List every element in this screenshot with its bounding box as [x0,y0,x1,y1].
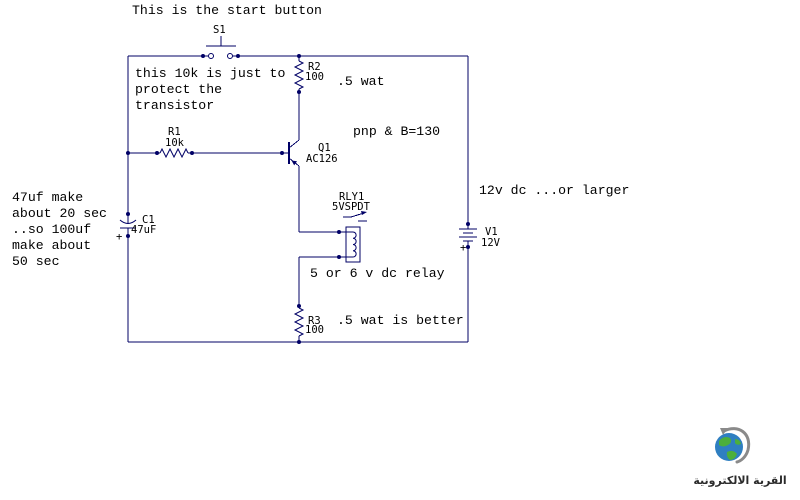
switch-s1-contact-left [208,53,214,59]
relay-rly1-ref: RLY1 [339,191,364,203]
capacitor-c1-ref: C1 [142,214,155,226]
transistor-q1-ref: Q1 [318,142,331,154]
junction-dot [297,90,301,94]
logo-text: القرية الالكترونية [693,474,786,487]
resistor-r3-value: 100 [305,324,324,336]
battery-v1-ref: V1 [485,226,498,238]
junction-dot [126,212,130,216]
resistor-r3-symbol [293,307,305,337]
battery-v1-value: 12V [481,237,501,249]
logo: القرية الالكترونية [693,427,787,487]
transistor-q1-part: AC126 [306,153,338,165]
resistor-r1-ref: R1 [168,126,181,138]
junction-dot [201,54,205,58]
junction-dot [337,230,341,234]
junction-dot [236,54,240,58]
junction-dot [297,54,301,58]
resistor-r2-zigzag [293,60,305,90]
timing-note-line-4: make about [12,238,91,253]
resistor-r2-symbol [293,60,305,90]
junction-dots [126,54,470,344]
transistor-q1-emitter-arrow [291,160,297,166]
start-button-note: This is the start button [132,3,322,18]
protect-note-line-1: this 10k is just to [135,66,285,81]
junction-dot [155,151,159,155]
globe-swoosh-arrowhead [720,428,728,435]
resistor-r2-ref: R2 [308,61,321,73]
junction-dot [280,151,284,155]
resistor-r1-value: 10k [165,137,185,149]
capacitor-c1-symbol [119,219,137,229]
switch-s1-ref: S1 [213,24,226,36]
relay-rly1-body [345,226,361,263]
resistor-r2-value: 100 [305,71,324,83]
transistor-q1-upper-lead [288,139,300,149]
junction-dot [126,234,130,238]
relay-rly1-contact-arrow [361,211,367,215]
resistor-r1-symbol [159,147,189,159]
resistor-r3-note: .5 wat is better [337,313,464,328]
junction-dot [466,222,470,226]
capacitor-c1-polarity: + [116,231,122,243]
transistor-q1-note: pnp & B=130 [353,124,440,139]
relay-rly1-note: 5 or 6 v dc relay [310,266,445,281]
junction-dot [297,304,301,308]
protect-note-line-3: transistor [135,98,214,113]
timing-note-line-5: 50 sec [12,254,59,269]
junction-dot [126,151,130,155]
junction-dot [466,245,470,249]
battery-v1-polarity: + [460,242,466,254]
resistor-r2-note: .5 wat [337,74,384,89]
junction-dot [190,151,194,155]
transistor-q1-symbol [288,139,300,167]
switch-s1-contact-right [227,53,233,59]
resistor-r3-ref: R3 [308,315,321,327]
relay-rly1-symbol [343,211,367,263]
protect-note-line-2: protect the [135,82,222,97]
capacitor-c1-value: 47uF [131,224,156,236]
switch-s1-symbol [206,36,236,59]
globe-land [719,437,732,447]
battery-v1-symbol [459,228,477,242]
timing-note-line-2: about 20 sec [12,206,107,221]
globe-logo-icon [715,427,751,464]
globe-swoosh [722,427,751,464]
capacitor-c1-curved-plate [119,219,137,224]
junction-dot [297,340,301,344]
supply-note: 12v dc ...or larger [479,183,629,198]
junction-dot [337,255,341,259]
relay-rly1-part: 5VSPDT [332,201,371,213]
resistor-r1-zigzag [159,147,189,159]
timing-note-line-1: 47uf make [12,190,83,205]
relay-rly1-coil [352,231,357,258]
timing-note-line-3: ..so 100uf [12,222,91,237]
globe-land [735,439,741,445]
resistor-r3-zigzag [293,307,305,337]
globe-land [726,450,737,460]
